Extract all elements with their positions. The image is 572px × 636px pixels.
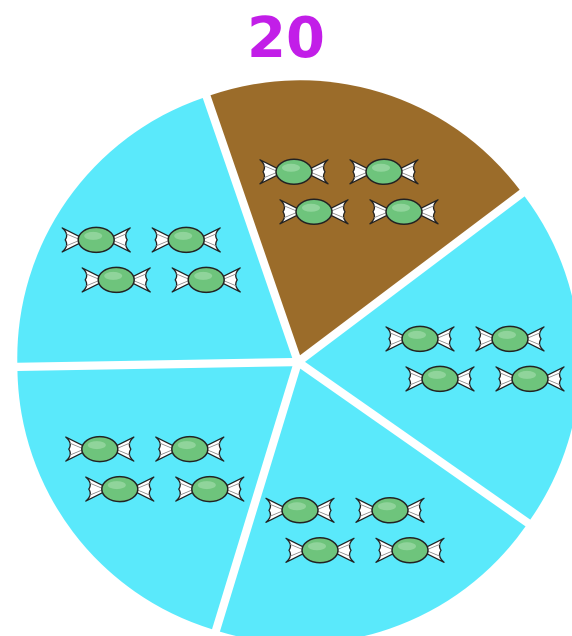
sector-1-selected <box>210 80 520 356</box>
sector-3 <box>219 368 526 636</box>
sector-2 <box>304 196 572 520</box>
total-count: 20 <box>247 6 325 71</box>
sector-4 <box>17 366 293 630</box>
